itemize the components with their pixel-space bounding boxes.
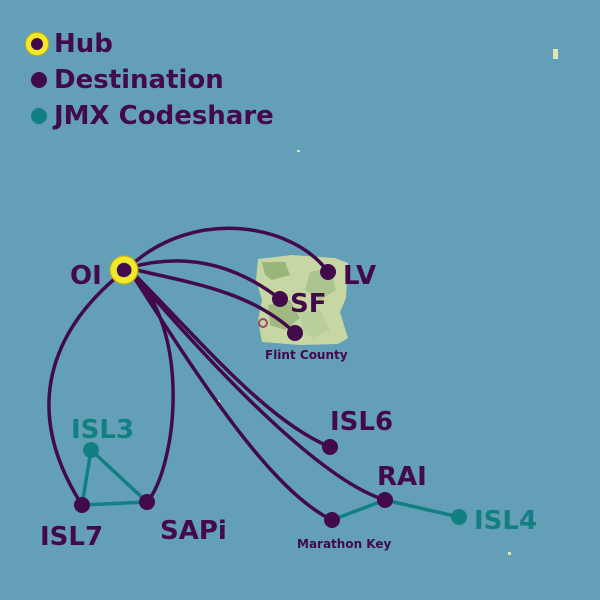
label-isl4: ISL4 (474, 506, 537, 536)
label-isl6: ISL6 (330, 407, 393, 437)
destination-marker-marathon[interactable] (324, 512, 340, 528)
codeshare-marker-isl4[interactable] (451, 509, 467, 525)
codeshare-marker-isl3[interactable] (83, 442, 99, 458)
destination-marker-flint[interactable] (287, 325, 303, 341)
route-oi-lv (126, 226, 330, 274)
airport-markers (74, 255, 467, 528)
destination-marker-sapi[interactable] (139, 494, 155, 510)
legend-hub-label: Hub (54, 29, 113, 59)
label-lv: LV (343, 261, 376, 291)
label-sf: SF (290, 289, 327, 319)
label-marathon-key: Marathon Key (297, 537, 392, 551)
airport-labels: OI LV SF Flint County ISL3 ISL6 RAI ISL7… (40, 261, 537, 552)
codeshare-routes (80, 448, 461, 522)
route-rai-isl4 (383, 498, 461, 519)
label-rai: RAI (377, 462, 427, 492)
label-isl7: ISL7 (40, 522, 103, 552)
destination-marker-lv[interactable] (320, 264, 336, 280)
hub-marker-oi[interactable] (110, 256, 138, 284)
label-flint-county: Flint County (265, 348, 348, 362)
codeshare-legend-icon (31, 108, 47, 124)
route-oi-flint (126, 266, 297, 335)
destination-marker-isl6[interactable] (322, 439, 338, 455)
destination-marker-isl7[interactable] (74, 497, 90, 513)
route-isl7-sapi (80, 500, 149, 507)
hub-legend-icon (26, 33, 48, 55)
hub-routes (47, 226, 387, 522)
route-oi-isl7 (47, 266, 130, 507)
label-oi: OI (70, 261, 102, 291)
label-isl3: ISL3 (71, 415, 134, 445)
legend-codeshare-label: JMX Codeshare (54, 101, 274, 131)
route-oi-isl6 (126, 266, 332, 449)
route-isl3-isl7 (80, 448, 93, 507)
label-sapi: SAPi (160, 516, 227, 546)
destination-legend-icon (31, 72, 47, 88)
route-oi-rai (126, 266, 387, 502)
destination-marker-rai[interactable] (377, 492, 393, 508)
destination-marker-sf[interactable] (272, 291, 288, 307)
route-marathon-rai (330, 498, 387, 522)
route-oi-sf (126, 259, 282, 301)
legend-destination-label: Destination (54, 65, 224, 95)
route-isl3-sapi (89, 448, 149, 504)
route-oi-marathon (126, 266, 334, 522)
